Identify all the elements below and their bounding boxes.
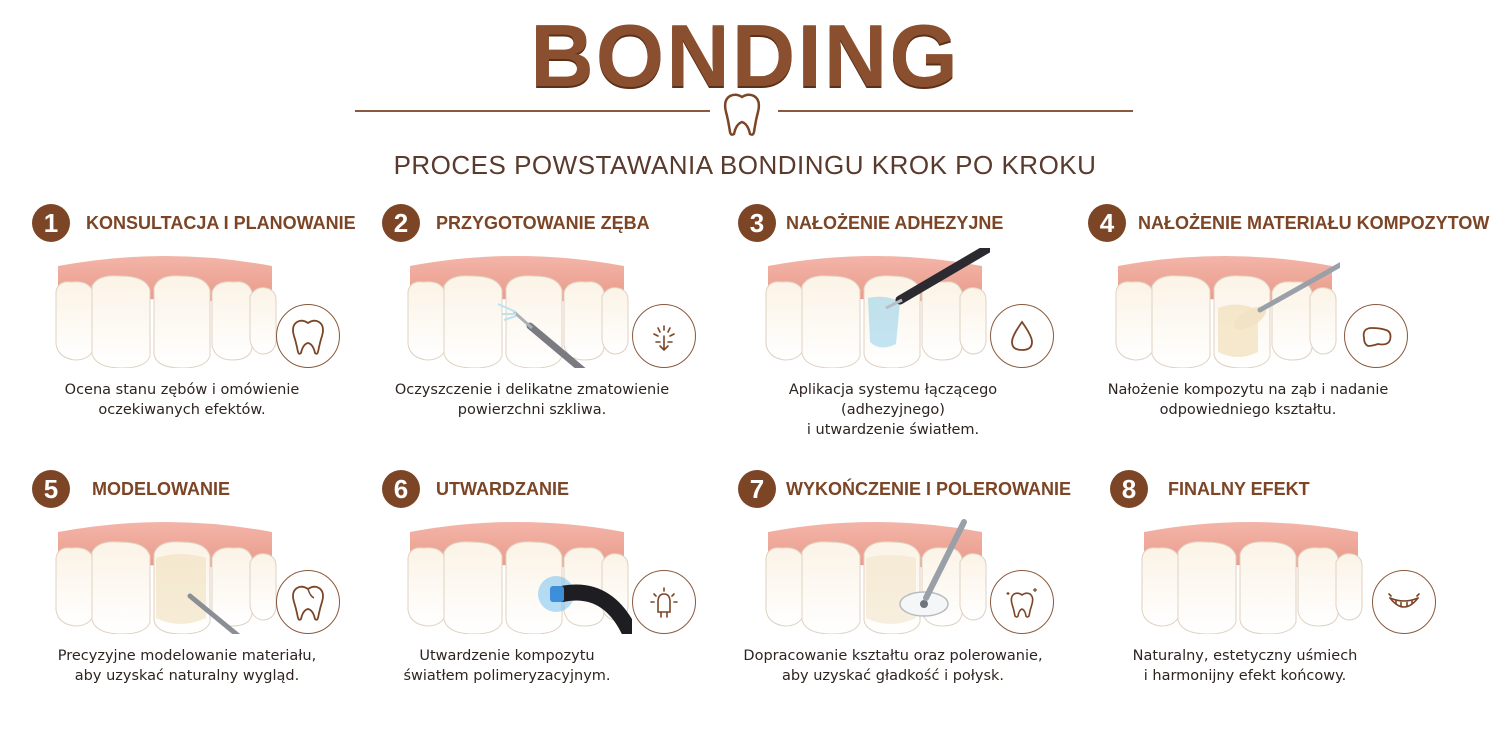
step-7: 7 WYKOŃCZENIE I POLEROWANIE Dopracowanie…: [738, 470, 1108, 715]
page-title: BONDING: [530, 6, 960, 105]
step-title: MODELOWANIE: [92, 479, 230, 499]
tooth-icon: [723, 93, 761, 136]
step-number-badge: 1: [32, 204, 70, 242]
step-number-badge: 2: [382, 204, 420, 242]
step-icon-circle: [990, 304, 1054, 368]
drop-icon: [1011, 320, 1033, 351]
title-divider-right: [778, 110, 1133, 112]
step-icon-circle: [276, 304, 340, 368]
tooth-shape-icon: [292, 585, 324, 621]
step-description: Dopracowanie kształtu oraz polerowanie,a…: [743, 648, 1043, 684]
step-title: UTWARDZANIE: [436, 479, 569, 499]
step-title: NAŁOŻENIE ADHEZYJNE: [786, 213, 1004, 233]
step-description: Precyzyjne modelowanie materiału,aby uzy…: [57, 648, 317, 684]
step-number-badge: 4: [1088, 204, 1126, 242]
teeth-illustration: [1115, 255, 1340, 368]
step-3: 3 NAŁOŻENIE ADHEZYJNE Aplikacja systemu …: [738, 204, 1108, 449]
step-icon-circle: [990, 570, 1054, 634]
step-8: 8 FINALNY EFEKT Naturalny, estetyczny uś…: [1110, 470, 1480, 715]
step-number-badge: 8: [1110, 470, 1148, 508]
step-icon-circle: [276, 570, 340, 634]
tooth-icon: [292, 319, 324, 355]
smile-icon: [1388, 593, 1420, 608]
teeth-illustration: [55, 521, 277, 634]
teeth-illustration: [765, 248, 990, 368]
step-icon-circle: [632, 304, 696, 368]
step-4: 4 NAŁOŻENIE MATERIAŁU KOMPOZYTOWEGO Nało…: [1088, 204, 1490, 449]
step-1: 1 KONSULTACJA I PLANOWANIE Ocena stanu z…: [32, 204, 402, 449]
step-number-badge: 3: [738, 204, 776, 242]
teeth-illustration: [407, 255, 629, 368]
step-title: WYKOŃCZENIE I POLEROWANIE: [786, 479, 1072, 499]
teeth-illustration: [765, 519, 987, 634]
page-subtitle: PROCES POWSTAWANIA BONDINGU KROK PO KROK…: [393, 150, 1097, 180]
step-5: 5 MODELOWANIE Precyzyjne modelowanie mat…: [32, 470, 402, 715]
step-title: NAŁOŻENIE MATERIAŁU KOMPOZYTOWEGO: [1138, 213, 1490, 233]
spray-icon: [653, 325, 675, 352]
step-title: KONSULTACJA I PLANOWANIE: [86, 213, 356, 233]
step-icon-circle: [1344, 304, 1408, 368]
step-title: PRZYGOTOWANIE ZĘBA: [436, 213, 650, 233]
step-2: 2 PRZYGOTOWANIE ZĘBA Oczyszczenie i deli…: [382, 204, 752, 449]
composite-blob-icon: [1362, 327, 1392, 347]
step-number-badge: 5: [32, 470, 70, 508]
step-description: Aplikacja systemu łączącego (adhezyjnego…: [788, 382, 998, 438]
step-icon-circle: [632, 570, 696, 634]
teeth-illustration: [407, 521, 632, 634]
step-number-badge: 7: [738, 470, 776, 508]
step-number-badge: 6: [382, 470, 420, 508]
teeth-illustration: [1141, 521, 1363, 634]
sparkle-tooth-icon: [1006, 588, 1037, 618]
step-icon-circle: [1372, 570, 1436, 634]
curing-light-icon: [650, 587, 678, 618]
title-divider-left: [355, 110, 710, 112]
teeth-illustration: [55, 255, 277, 368]
step-title: FINALNY EFEKT: [1168, 479, 1310, 499]
